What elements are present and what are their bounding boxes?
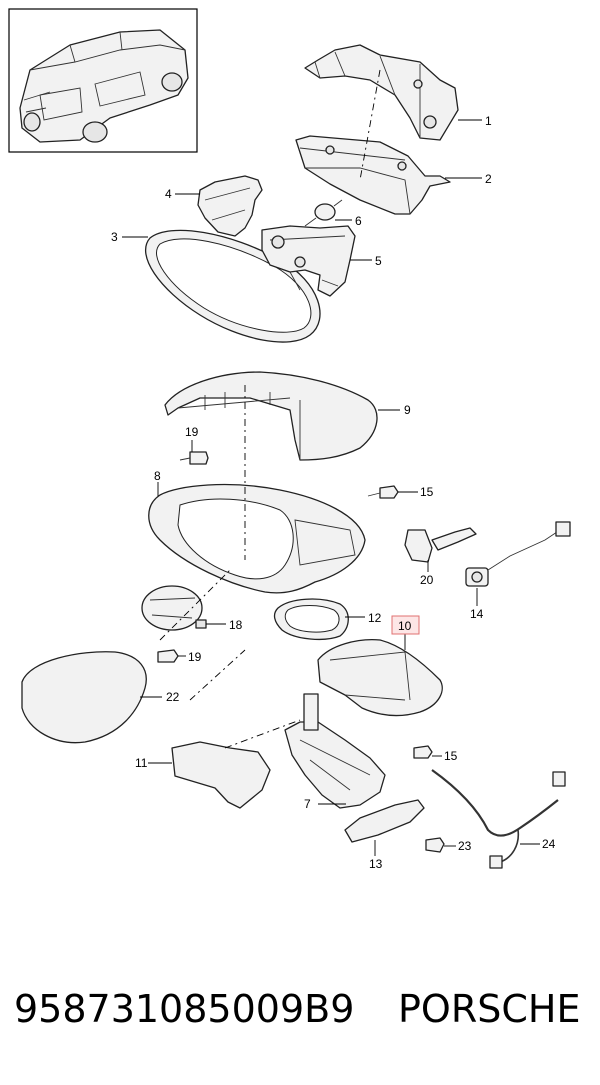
part-9-mirror-cap xyxy=(164,371,378,461)
callout-24: 24 xyxy=(542,837,556,851)
part-23-screw xyxy=(425,837,445,853)
part-19-screw-upper xyxy=(179,451,209,465)
part-18-adjustment-motor xyxy=(141,585,207,631)
callout-5: 5 xyxy=(375,254,382,268)
callout-23: 23 xyxy=(458,839,472,853)
callout-3: 3 xyxy=(111,230,118,244)
callout-18: 18 xyxy=(229,618,243,632)
part-19-screw-lower xyxy=(157,649,179,663)
callout-15-upper: 15 xyxy=(420,485,434,499)
footer: 958731085009B9 PORSCHE xyxy=(14,987,580,1031)
callout-1: 1 xyxy=(485,114,492,128)
callout-9: 9 xyxy=(404,403,411,417)
part-4-cover-cap xyxy=(197,175,263,237)
part-1-mirror-bracket xyxy=(304,44,459,141)
callout-6: 6 xyxy=(355,214,362,228)
callout-19-upper: 19 xyxy=(185,425,199,439)
part-14-camera xyxy=(465,521,571,587)
callout-22: 22 xyxy=(166,690,180,704)
part-12-gasket xyxy=(273,598,349,641)
part-20-connector xyxy=(404,527,477,563)
part-8-mirror-housing xyxy=(148,483,366,594)
callout-13: 13 xyxy=(369,857,383,871)
part-15-screw-upper xyxy=(367,485,399,499)
part-6-ball-joint xyxy=(304,199,343,227)
callout-8: 8 xyxy=(154,469,161,483)
assembly-centerlines xyxy=(159,69,381,749)
callout-labels: 1 2 3 4 5 6 7 8 9 10 11 12 13 14 15 15 1… xyxy=(111,114,556,871)
callout-7: 7 xyxy=(304,797,311,811)
part-11-lower-trim xyxy=(171,741,271,809)
callout-12: 12 xyxy=(368,611,382,625)
callout-19-lower: 19 xyxy=(188,650,202,664)
callout-20: 20 xyxy=(420,573,434,587)
callout-4: 4 xyxy=(165,187,172,201)
part-5-motor-mount xyxy=(261,225,356,297)
callout-10-highlight: 10 xyxy=(391,615,420,635)
part-22-mirror-glass xyxy=(21,651,147,744)
part-24-wiring-harness xyxy=(431,769,566,869)
callout-15-lower: 15 xyxy=(444,749,458,763)
footer-part-number: 958731085009B9 xyxy=(14,987,354,1031)
callout-11: 11 xyxy=(135,756,148,770)
part-10-turn-signal-cover xyxy=(317,639,443,717)
footer-brand: PORSCHE xyxy=(398,987,580,1031)
part-2-base-trim xyxy=(295,135,451,215)
callout-14: 14 xyxy=(470,607,484,621)
leader-lines xyxy=(122,119,540,856)
part-7-mirror-base xyxy=(284,693,386,809)
callout-10: 10 xyxy=(398,619,412,633)
part-13-puddle-lamp xyxy=(344,799,425,843)
vehicle-thumbnail xyxy=(8,8,198,153)
callout-2: 2 xyxy=(485,172,492,186)
part-15-screw-lower xyxy=(413,745,433,759)
